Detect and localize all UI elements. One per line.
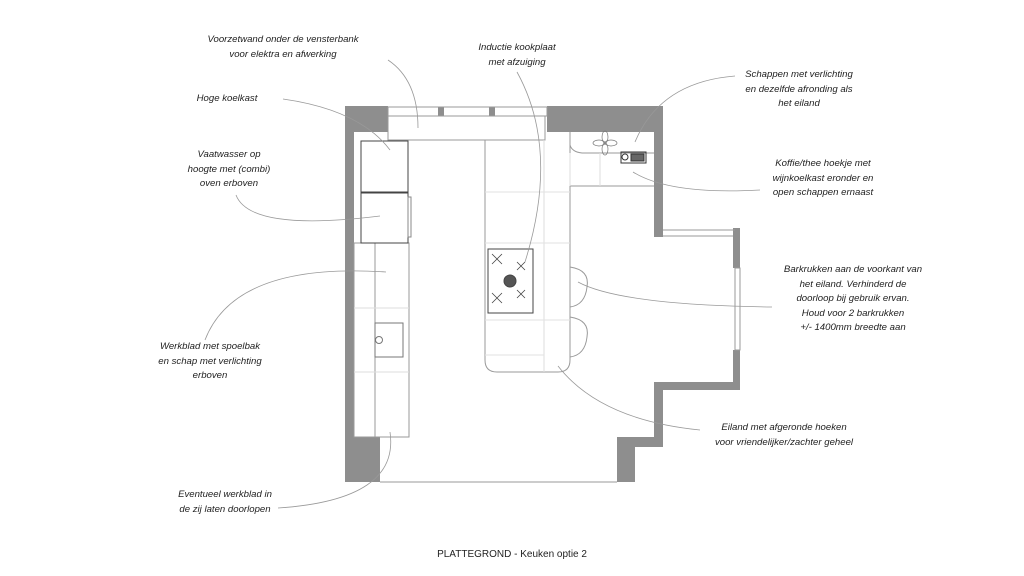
leader-schappen <box>634 75 736 143</box>
plan-title: PLATTEGROND - Keuken optie 2 <box>437 549 587 560</box>
wall-right-lower <box>654 382 663 447</box>
wall-extension-right-b <box>733 350 740 390</box>
wall-top-right <box>547 106 663 132</box>
leader-eiland <box>557 365 701 431</box>
window-post <box>438 107 444 116</box>
wall-left <box>345 106 354 437</box>
leader-koffie <box>632 171 761 192</box>
sink-drain <box>375 336 383 344</box>
corner-shelf <box>569 132 654 154</box>
cooktop <box>487 248 534 314</box>
leader-barkrukken <box>577 281 773 308</box>
wall-extension-right-a <box>733 228 740 268</box>
sink <box>374 322 404 358</box>
wall-extension-bottom <box>654 382 740 390</box>
annotation-koelkast: Hoge koelkast <box>196 93 258 104</box>
window-sill-wall <box>387 115 546 141</box>
bar-stool <box>569 266 588 308</box>
leader-inductie <box>516 71 542 263</box>
leader-koelkast <box>282 98 391 151</box>
leader-werkblad <box>204 270 387 341</box>
oven <box>360 192 409 244</box>
leader-eventueel <box>277 431 392 509</box>
leader-voorzetwand <box>387 59 419 129</box>
island <box>484 140 571 373</box>
wall-bottom-right-a <box>617 437 663 447</box>
wall-right-upper <box>654 106 663 237</box>
coffee-machine-icon <box>620 151 647 164</box>
window-post <box>489 107 495 116</box>
leader-vaatwasser <box>235 194 381 222</box>
wall-bottom-left <box>345 437 380 482</box>
window-top <box>387 106 548 117</box>
burner <box>503 274 517 288</box>
fridge-oven-column <box>360 140 412 244</box>
plant-icon <box>592 130 618 156</box>
leader-lines <box>204 59 773 509</box>
window-right <box>734 267 741 351</box>
wall-bottom-right-b <box>617 437 635 482</box>
bar-stool <box>569 316 588 358</box>
walls <box>345 106 740 482</box>
fridge <box>360 140 409 193</box>
